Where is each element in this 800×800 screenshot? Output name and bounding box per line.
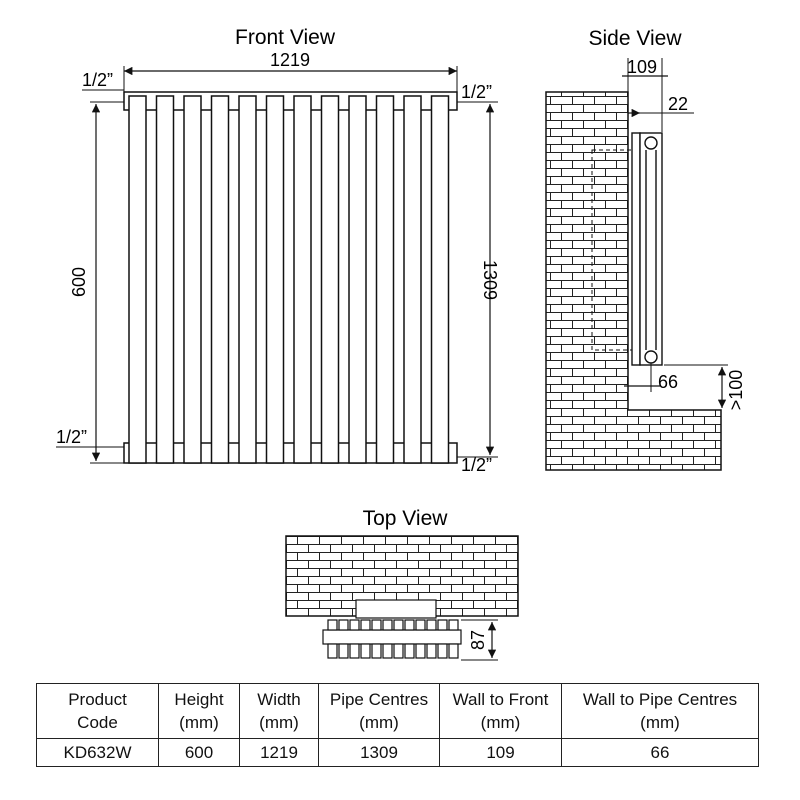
conn-bottom-right-label: 1/2” <box>461 455 492 475</box>
cell-width: 1219 <box>239 738 319 767</box>
front-height-dimension: 600 <box>69 101 124 464</box>
front-view-title: Front View <box>235 26 336 49</box>
radiator-tube <box>375 95 395 464</box>
bottom-pipe-circle <box>644 350 658 364</box>
top-tube-section <box>437 643 448 659</box>
top-tube-section <box>426 619 437 631</box>
top-tube-section <box>437 619 448 631</box>
radiator-tubes <box>128 95 450 464</box>
header-pipe-centres: Pipe Centres(mm) <box>318 683 440 739</box>
side-view-title: Side View <box>588 27 682 50</box>
top-tube-section <box>426 643 437 659</box>
technical-drawing: Front View 1219 1/2” 1/2” 1/2” 1/2” 600 … <box>56 26 746 661</box>
table-row: KD632W 600 1219 1309 109 66 <box>36 738 759 767</box>
radiator-tube <box>183 95 202 464</box>
pipe-offset-dimension: 22 <box>628 94 694 118</box>
wall-to-front-label: 109 <box>627 57 657 77</box>
top-manifold <box>123 91 458 111</box>
header-width: Width(mm) <box>239 683 319 739</box>
top-tube-section <box>327 643 338 659</box>
top-tube-section <box>393 643 404 659</box>
radiator-tube <box>238 95 257 464</box>
top-tube-section <box>360 643 371 659</box>
top-tube-section <box>360 619 371 631</box>
floor-clearance-label: >100 <box>726 370 746 411</box>
top-view: Top View 87 <box>285 507 519 661</box>
top-tube-section <box>349 643 360 659</box>
side-view: Side View 109 22 <box>545 27 746 471</box>
front-view: Front View 1219 1/2” 1/2” 1/2” 1/2” 600 … <box>56 26 500 475</box>
side-tube-profile <box>639 132 663 366</box>
top-tube-section <box>382 643 393 659</box>
top-tube-section <box>404 643 415 659</box>
top-tube-section <box>415 619 426 631</box>
bottom-manifold <box>123 442 458 464</box>
top-depth-label: 87 <box>468 630 488 650</box>
top-tube-section <box>393 619 404 631</box>
radiator-tube <box>265 95 285 464</box>
front-pipe-centres-dimension: 1309 <box>480 104 500 455</box>
top-tube-section <box>415 643 426 659</box>
conn-top-left-label: 1/2” <box>82 70 113 90</box>
radiator-side <box>591 132 663 366</box>
radiator-tube <box>155 95 175 464</box>
side-bracket-back <box>631 132 641 366</box>
front-width-label: 1219 <box>270 50 310 70</box>
wall-to-pipe-dimension: 66 <box>624 363 678 392</box>
radiator-tube <box>348 95 367 464</box>
pipe-offset-label: 22 <box>668 94 688 114</box>
wall-to-pipe-label: 66 <box>658 372 678 392</box>
wall-to-front-dimension: 109 <box>622 57 668 132</box>
header-wall-to-front: Wall to Front(mm) <box>439 683 562 739</box>
top-tube-section <box>338 619 349 631</box>
radiator-front <box>123 91 458 464</box>
cell-product-code: KD632W <box>36 738 159 767</box>
top-tube-section <box>448 643 459 659</box>
radiator-tube <box>430 95 450 464</box>
radiator-tube <box>403 95 422 464</box>
radiator-tube <box>210 95 230 464</box>
header-wall-to-pipe-centres: Wall to Pipe Centres(mm) <box>561 683 759 739</box>
radiator-tube <box>128 95 147 464</box>
top-tube-section <box>327 619 338 631</box>
header-height: Height(mm) <box>158 683 240 739</box>
top-tube-section <box>382 619 393 631</box>
front-height-label: 600 <box>69 267 89 297</box>
radiator-tube <box>320 95 340 464</box>
radiator-tube <box>293 95 312 464</box>
top-radiator <box>322 619 462 659</box>
floor-clearance-dimension: >100 <box>664 364 746 411</box>
conn-bottom-left-label: 1/2” <box>56 427 87 447</box>
conn-top-right-label: 1/2” <box>461 82 492 102</box>
top-tube-section <box>349 619 360 631</box>
top-pipe-circle <box>644 136 658 150</box>
top-tube-section <box>371 619 382 631</box>
cell-wall-to-front: 109 <box>439 738 562 767</box>
top-tube-section <box>404 619 415 631</box>
front-width-dimension: 1219 <box>123 50 458 92</box>
top-tube-section <box>371 643 382 659</box>
front-pipe-centres-label: 1309 <box>480 260 500 300</box>
top-tube-section <box>448 619 459 631</box>
top-depth-dimension: 87 <box>461 619 498 661</box>
top-view-title: Top View <box>363 507 449 530</box>
cell-height: 600 <box>158 738 240 767</box>
top-bracket <box>355 599 437 619</box>
cell-pipe-centres: 1309 <box>318 738 440 767</box>
cell-wall-to-pipe-centres: 66 <box>561 738 759 767</box>
top-tube-section <box>338 643 349 659</box>
